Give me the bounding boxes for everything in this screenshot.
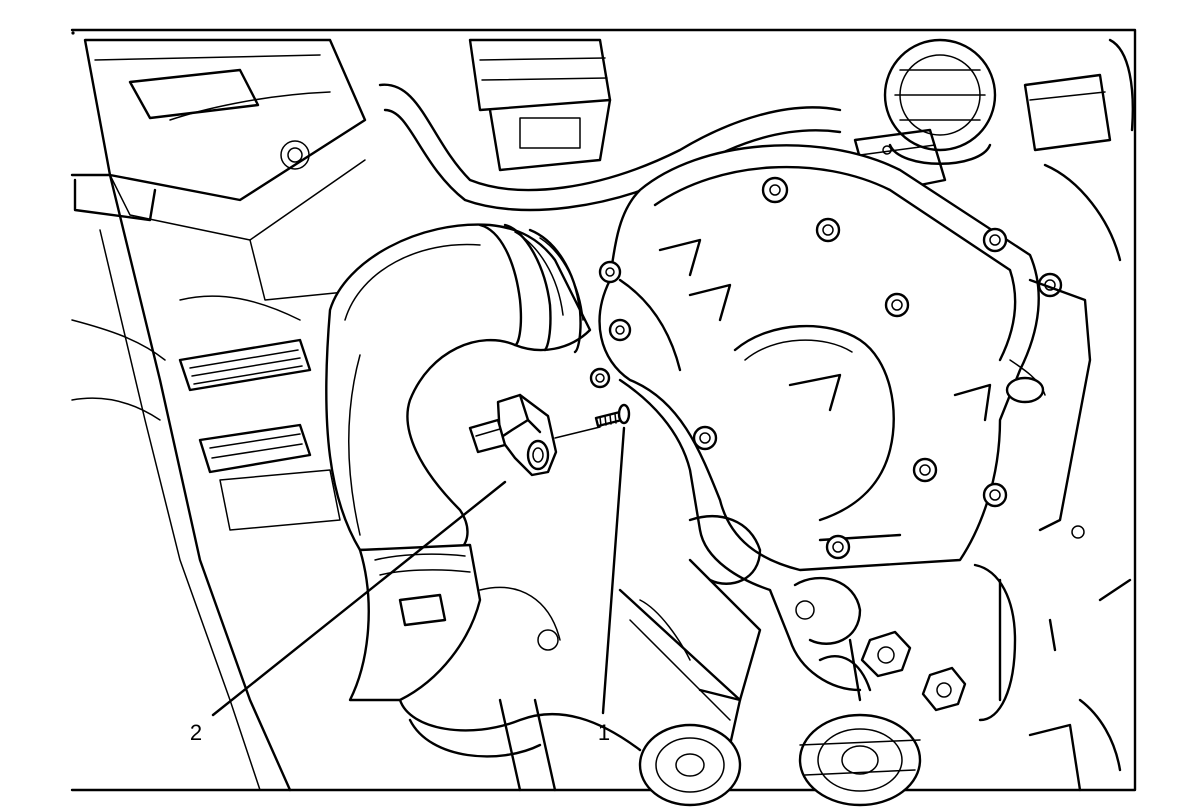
left-fender bbox=[70, 173, 292, 792]
crop-frame bbox=[70, 28, 1137, 792]
wiring-connector bbox=[178, 338, 341, 531]
oil-filler-cap bbox=[883, 38, 997, 165]
sensor-bolt bbox=[594, 403, 631, 428]
lower-tubing bbox=[398, 586, 642, 792]
callout-label-1: 1 bbox=[598, 720, 610, 745]
coolant-pipe bbox=[169, 83, 842, 321]
valve-cover bbox=[589, 144, 1063, 572]
leader-line-1 bbox=[601, 426, 626, 715]
callout-label-2: 2 bbox=[190, 720, 202, 745]
accessory-pulleys bbox=[638, 713, 922, 807]
reservoir bbox=[468, 38, 612, 172]
leader-lines bbox=[211, 426, 626, 717]
intake-hose bbox=[325, 223, 592, 702]
mount-nuts bbox=[818, 630, 967, 712]
coil-connectors bbox=[853, 38, 1135, 262]
ecm-module bbox=[73, 38, 367, 301]
leader-line-2 bbox=[211, 480, 507, 717]
right-bracket bbox=[973, 278, 1132, 792]
knock-sensor bbox=[468, 393, 601, 477]
